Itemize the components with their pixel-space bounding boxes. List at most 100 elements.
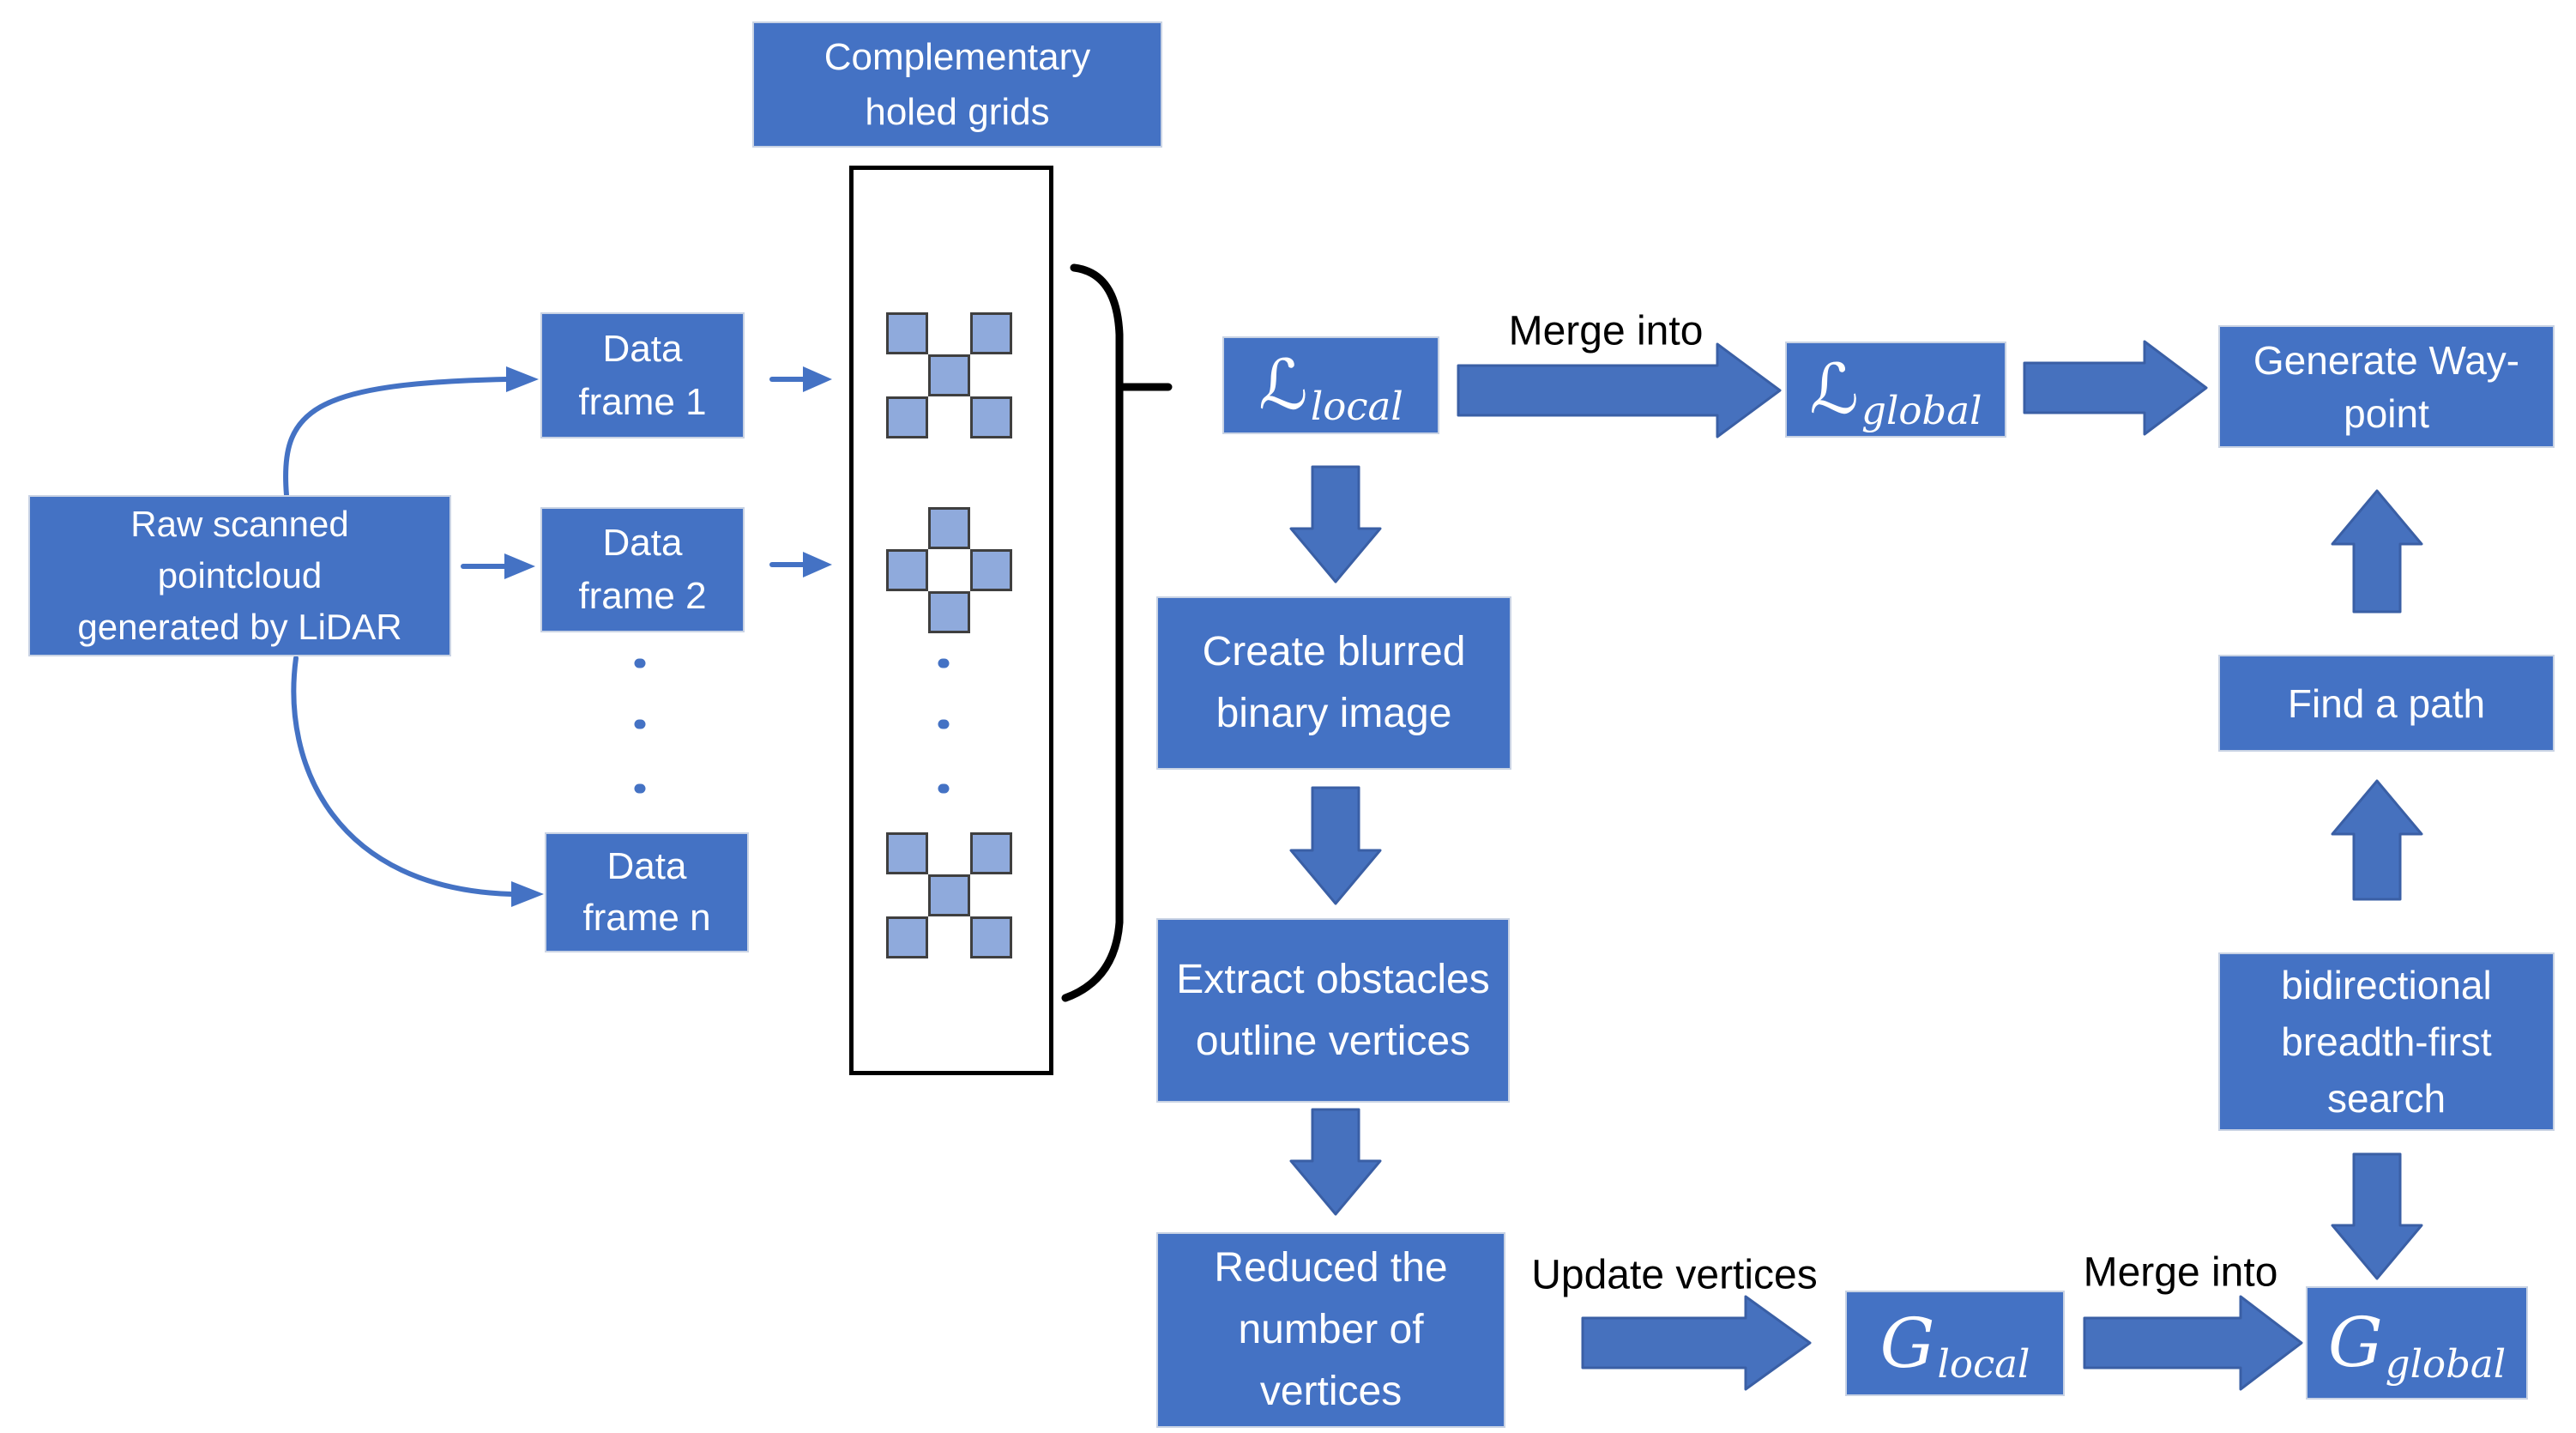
node-line: number of	[1238, 1307, 1424, 1352]
grouping-brace	[1061, 263, 1124, 1002]
grid-cell-filled	[886, 396, 928, 438]
ellipsis-dot	[634, 783, 646, 794]
node-extract-obstacles-vertices: Extract obstacles outline vertices	[1156, 918, 1510, 1103]
ellipsis-dot	[938, 719, 950, 729]
node-bidirectional-bfs: bidirectional breadth-first search	[2218, 952, 2555, 1131]
grid-cell-filled	[928, 591, 970, 633]
holed-grid-frame2	[886, 507, 1012, 633]
grid-cell-filled	[970, 396, 1012, 438]
grid-cell-filled	[886, 312, 928, 354]
node-reduced-number-of-vertices: Reduced the number of vertices	[1156, 1232, 1505, 1428]
ellipsis-dot	[634, 719, 646, 729]
subscript-local: local	[1310, 383, 1403, 429]
node-line: Generate Way-	[2253, 337, 2520, 383]
holed-grid-frame-n	[886, 832, 1012, 958]
block-arrow-l-local-to-create	[1289, 465, 1382, 583]
arrowhead-raw-to-frame2	[504, 553, 535, 579]
node-line: Extract obstacles	[1176, 956, 1490, 1002]
grid-cell-empty	[928, 312, 970, 354]
node-line: outline vertices	[1195, 1018, 1471, 1064]
holed-grid-frame1	[886, 312, 1012, 438]
grid-cell-empty	[970, 591, 1012, 633]
node-create-blurred-binary-image: Create blurred binary image	[1156, 596, 1511, 770]
node-line: vertices	[1259, 1369, 1403, 1414]
grid-cell-empty	[886, 507, 928, 549]
node-line: Data	[602, 522, 683, 564]
node-data-frame-n: Data frame n	[545, 832, 749, 952]
node-find-a-path: Find a path	[2218, 655, 2555, 752]
node-line: Data	[606, 845, 687, 887]
node-line: generated by LiDAR	[77, 607, 402, 647]
grid-cell-empty	[928, 549, 970, 591]
node-data-frame-1: Data frame 1	[540, 312, 745, 438]
node-raw-pointcloud: Raw scanned pointcloud generated by LiDA…	[28, 495, 451, 656]
node-generate-waypoint: Generate Way- point	[2218, 325, 2555, 448]
curved-arrow-raw-to-frame1	[283, 377, 509, 498]
grid-cell-filled	[970, 549, 1012, 591]
node-line: Complementary	[823, 35, 1091, 78]
arrowhead-frame2-to-grid	[803, 552, 832, 577]
block-arrow-l-local-to-l-global	[1457, 342, 1782, 438]
block-arrow-g-local-to-g-global	[2083, 1295, 2303, 1391]
grid-cell-empty	[970, 354, 1012, 396]
grid-cell-filled	[928, 874, 970, 916]
grid-cell-empty	[928, 832, 970, 874]
node-line: frame n	[582, 897, 711, 939]
subscript-global: global	[2385, 1340, 2507, 1387]
subscript-local: local	[1937, 1341, 2030, 1387]
grid-cell-empty	[928, 396, 970, 438]
grid-cell-filled	[886, 549, 928, 591]
script-g-symbol: G	[2327, 1303, 2383, 1382]
script-l-symbol: ℒ	[1809, 349, 1860, 429]
subscript-global: global	[1861, 387, 1982, 433]
node-line: Reduced the	[1214, 1245, 1448, 1291]
grid-cell-filled	[928, 507, 970, 549]
grid-cell-filled	[970, 832, 1012, 874]
grid-cell-empty	[970, 507, 1012, 549]
ellipsis-dot	[634, 658, 646, 668]
block-arrow-reduced-to-g-local	[1581, 1295, 1812, 1391]
node-line: pointcloud	[157, 555, 323, 596]
arrowhead-frame1-to-grid	[803, 366, 832, 392]
grid-cell-empty	[886, 874, 928, 916]
node-line: search	[2326, 1076, 2446, 1121]
block-arrow-bfs-to-g-global	[2331, 1152, 2423, 1280]
grid-cell-empty	[970, 874, 1012, 916]
grid-cell-filled	[886, 832, 928, 874]
arrowhead-raw-to-frame-n	[511, 881, 544, 907]
node-line: bidirectional	[2281, 963, 2492, 1007]
edge-label-merge-into-bottom: Merge into	[2083, 1249, 2278, 1296]
node-line: Data	[602, 327, 683, 370]
grid-cell-filled	[928, 354, 970, 396]
node-line: Create blurred	[1202, 629, 1466, 674]
node-line: Raw scanned	[130, 504, 349, 544]
ellipsis-dot	[938, 658, 950, 668]
block-arrow-create-to-extract	[1289, 786, 1382, 905]
curved-arrow-raw-to-frame-n	[291, 656, 514, 897]
block-arrow-bfs-to-find-path	[2331, 779, 2423, 901]
edge-label-merge-into-top: Merge into	[1508, 308, 1704, 354]
ellipsis-dot	[938, 783, 950, 794]
node-line: Find a path	[2287, 680, 2486, 726]
node-data-frame-2: Data frame 2	[540, 507, 745, 632]
block-arrow-find-path-to-generate	[2331, 489, 2423, 614]
script-g-symbol: G	[1879, 1303, 1935, 1383]
block-arrow-l-global-to-generate	[2023, 340, 2208, 436]
grid-cell-empty	[886, 354, 928, 396]
block-arrow-extract-to-reduced	[1289, 1108, 1382, 1216]
grid-cell-empty	[928, 916, 970, 958]
node-line: point	[2344, 390, 2429, 436]
node-line: frame 2	[578, 575, 707, 617]
node-complementary-holed-grids: Complementary holed grids	[752, 21, 1162, 148]
node-line: binary image	[1216, 691, 1452, 736]
arrowhead-raw-to-frame1	[506, 366, 539, 392]
node-line: holed grids	[865, 90, 1050, 133]
edge-label-update-vertices: Update vertices	[1531, 1252, 1818, 1298]
node-line: frame 1	[578, 380, 707, 423]
script-l-symbol: ℒ	[1258, 345, 1308, 425]
node-line: breadth-first	[2281, 1019, 2492, 1064]
